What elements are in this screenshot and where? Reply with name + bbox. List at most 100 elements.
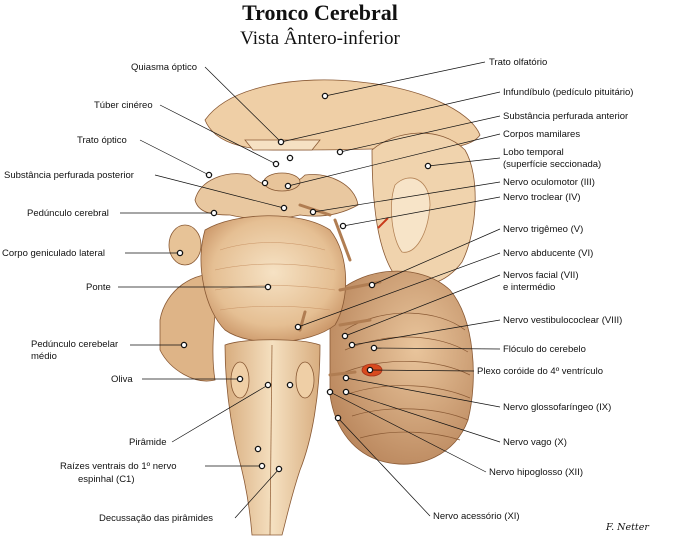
marker-vago	[342, 388, 350, 396]
leader-quiasma	[204, 66, 282, 143]
label-corpo-geniculado: Corpo geniculado lateral	[2, 248, 105, 259]
label-nervo-vago: Nervo vago (X)	[503, 437, 567, 448]
medulla-oblongata	[224, 339, 321, 536]
marker-abducente	[294, 323, 302, 331]
label-raizes-1: Raízes ventrais do 1º nervo	[60, 461, 176, 472]
label-oliva: Oliva	[111, 374, 133, 385]
marker-raizes-1	[254, 445, 262, 453]
label-subst-posterior: Substância perfurada posterior	[4, 170, 134, 181]
figure-subtitle: Vista Ântero-inferior	[240, 28, 400, 49]
marker-ponte	[264, 283, 272, 291]
label-floculo: Flóculo do cerebelo	[503, 344, 586, 355]
label-nervo-glossofaringeo: Nervo glossofaríngeo (IX)	[503, 402, 611, 413]
marker-oculomotor	[309, 208, 317, 216]
leader-acessorio	[337, 417, 431, 517]
label-nervo-oculomotor: Nervo oculomotor (III)	[503, 177, 595, 188]
leader-floculo	[373, 347, 501, 350]
label-nervo-vestibulococlear: Nervo vestibulococlear (VIII)	[503, 315, 622, 326]
labels-left: Quiasma óptico Túber cinéreo Trato óptic…	[2, 62, 213, 524]
label-ponte: Ponte	[86, 282, 111, 293]
marker-infundibulo	[286, 154, 294, 162]
marker-hipoglosso	[326, 388, 334, 396]
labels-right: Trato olfatório Infundíbulo (pedículo pi…	[433, 57, 633, 522]
anatomy-illustration	[159, 79, 481, 536]
leader-glossofaringeo	[345, 377, 501, 408]
marker-decussacao	[275, 465, 283, 473]
marker-piramide-1	[264, 381, 272, 389]
label-quiasma-optico: Quiasma óptico	[131, 62, 197, 73]
leader-trato-optico	[139, 139, 210, 176]
label-nervos-facial-1: Nervos facial (VII)	[503, 270, 579, 281]
label-nervo-trigemeo: Nervo trigêmeo (V)	[503, 224, 583, 235]
anterior-median-fissure	[269, 344, 273, 536]
label-lobo-temporal-2: (superfície seccionada)	[503, 159, 601, 170]
marker-peduncolo-cerebral	[210, 209, 218, 217]
marker-vestibulococlear	[348, 341, 356, 349]
pons	[200, 215, 347, 343]
marker-peduncolo-cerebelar	[180, 341, 188, 349]
marker-trigemeo	[368, 281, 376, 289]
marker-subst-anterior	[336, 148, 344, 156]
optic-chiasm	[244, 139, 321, 151]
marker-dots	[176, 92, 432, 473]
label-peduncolo-cerebelar-2: médio	[31, 351, 57, 362]
label-peduncolo-cerebelar-1: Pedúnculo cerebelar	[31, 339, 118, 350]
temporal-cut-red	[377, 217, 389, 229]
leader-decussacao	[234, 468, 280, 519]
left-cerebellar-peduncle	[159, 273, 221, 382]
marker-floculo	[370, 344, 378, 352]
marker-oliva	[236, 375, 244, 383]
marker-mamilares-2	[284, 182, 292, 190]
leader-lobo-temporal	[427, 157, 501, 167]
marker-piramide-2	[286, 381, 294, 389]
lateral-geniculate-body	[168, 224, 202, 266]
figure-title: Tronco Cerebral	[242, 0, 398, 25]
artist-signature: F. Netter	[605, 522, 650, 533]
label-nervo-abducente: Nervo abducente (VI)	[503, 248, 593, 259]
label-piramide: Pirâmide	[129, 437, 167, 448]
leader-facial	[344, 274, 501, 337]
temporal-lobe-section	[391, 177, 431, 253]
leader-hipoglosso	[329, 391, 487, 473]
label-raizes-2: espinhal (C1)	[78, 474, 135, 485]
label-nervo-troclear: Nervo troclear (IV)	[503, 192, 581, 203]
marker-mamilares-1	[261, 179, 269, 187]
mammillary-bodies	[263, 172, 301, 192]
label-nervo-acessorio: Nervo acessório (XI)	[433, 511, 520, 522]
leader-corpos-mamilares	[287, 133, 501, 187]
label-nervos-facial-2: e intermédio	[503, 282, 555, 293]
leader-infundibulo	[280, 91, 501, 143]
pons-striations	[214, 242, 336, 311]
label-infundibulo: Infundíbulo (pedículo pituitário)	[503, 87, 633, 98]
leader-trato-olfatorio	[324, 61, 486, 97]
label-trato-olfatorio: Trato olfatório	[489, 57, 547, 68]
leader-vago	[345, 391, 501, 443]
leader-subst-anterior	[339, 115, 501, 153]
marker-plexo	[366, 366, 374, 374]
leader-vestibulococlear	[351, 319, 501, 346]
label-peduncolo-cerebral: Pedúnculo cerebral	[27, 208, 109, 219]
marker-trato-olfatorio	[321, 92, 329, 100]
label-plexo-coroide: Plexo coróide do 4º ventrículo	[477, 366, 603, 377]
label-trato-optico: Trato óptico	[77, 135, 127, 146]
marker-facial	[341, 332, 349, 340]
label-subst-anterior: Substância perfurada anterior	[503, 111, 628, 122]
marker-glossofaringeo	[342, 374, 350, 382]
marker-subst-posterior	[280, 204, 288, 212]
label-decussacao: Decussação das pirâmides	[99, 513, 213, 524]
marker-quiasma	[277, 138, 285, 146]
leader-tuber	[159, 104, 277, 165]
label-corpos-mamilares: Corpos mamilares	[503, 129, 580, 140]
marker-lobo-temporal	[424, 162, 432, 170]
leader-plexo	[369, 369, 475, 372]
marker-troclear	[339, 222, 347, 230]
label-tuber-cinereo: Túber cinéreo	[94, 100, 153, 111]
leader-troclear	[342, 196, 501, 227]
label-lobo-temporal-1: Lobo temporal	[503, 147, 564, 158]
leader-lines	[118, 61, 501, 519]
label-nervo-hipoglosso: Nervo hipoglosso (XII)	[489, 467, 583, 478]
marker-acessorio	[334, 414, 342, 422]
leader-trigemeo	[371, 228, 501, 286]
